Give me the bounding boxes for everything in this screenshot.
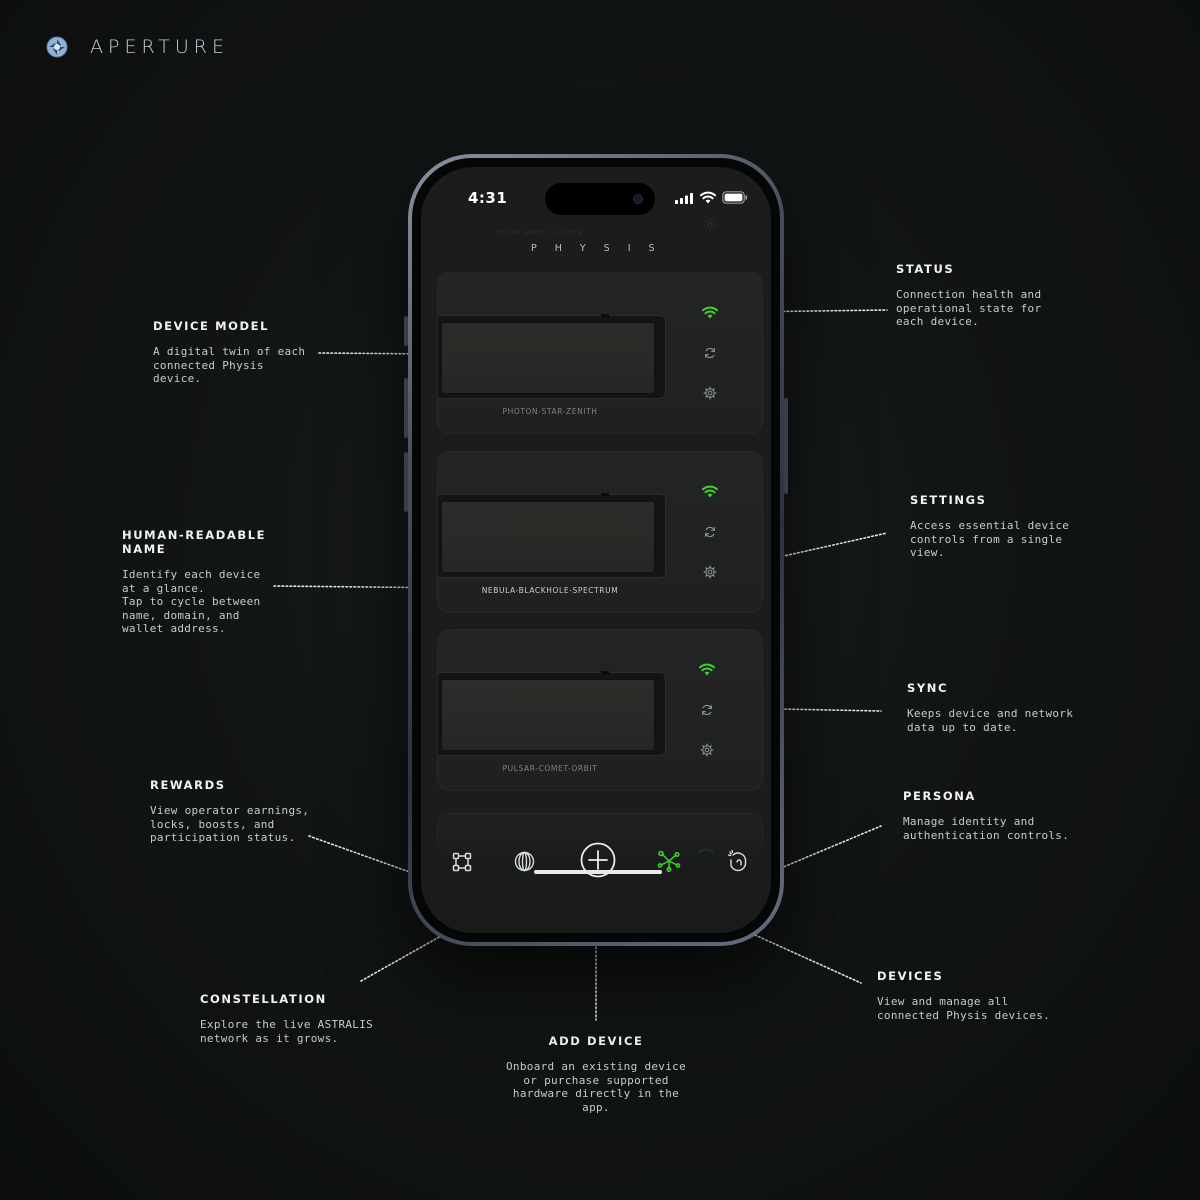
status-time: 4:31: [468, 189, 508, 207]
annotation-title: ADD DEVICE: [548, 1034, 644, 1048]
annotation-rewards: REWARDS View operator earnings, locks, b…: [150, 778, 309, 845]
wifi-icon: [699, 663, 715, 676]
gear-icon[interactable]: [703, 565, 717, 579]
annotation-status: STATUS Connection health and operational…: [896, 262, 1041, 329]
sync-icon[interactable]: [703, 346, 717, 360]
annotation-description: Identify each device at a glance. Tap to…: [122, 568, 261, 635]
annotation-description: Connection health and operational state …: [896, 288, 1042, 328]
brand-header: APERTURE: [46, 36, 229, 58]
annotation-description: Access essential device controls from a …: [910, 519, 1070, 559]
device-notch: [601, 671, 609, 674]
phone-bezel: 4:31 DCXA6 BRRD1 LACNSN: [412, 158, 780, 942]
device-card[interactable]: NEBULA-BLACKHOLE-SPECTRUM: [437, 451, 763, 613]
header-faded-text: DCXA6 BRRD1 LACNSN: [497, 229, 582, 237]
device-display: [441, 679, 655, 751]
device-name[interactable]: NEBULA-BLACKHOLE-SPECTRUM: [481, 586, 619, 595]
device-model[interactable]: [438, 314, 666, 399]
network-nodes-icon[interactable]: [657, 850, 681, 872]
annotation-devices: DEVICES View and manage all connected Ph…: [877, 969, 1050, 1022]
sync-icon[interactable]: [700, 703, 714, 717]
cellular-signal-icon: [675, 193, 693, 204]
home-indicator[interactable]: [534, 870, 662, 874]
phone-volume-up-button: [404, 378, 408, 438]
annotation-title: DEVICE MODEL: [153, 319, 270, 333]
annotation-description: Manage identity and authentication contr…: [903, 815, 1070, 842]
annotation-description: Keeps device and network data up to date…: [907, 707, 1074, 734]
device-notch: [601, 314, 609, 317]
dynamic-island: [545, 183, 655, 215]
device-model[interactable]: [438, 493, 666, 578]
sync-icon[interactable]: [703, 525, 717, 539]
device-card[interactable]: PHOTON-STAR-ZENITH: [437, 272, 763, 434]
wifi-icon: [702, 306, 718, 319]
annotation-constellation: CONSTELLATION Explore the live ASTRALIS …: [200, 992, 373, 1045]
phone-power-button: [784, 398, 788, 494]
annotation-description: Onboard an existing device or purchase s…: [506, 1060, 686, 1114]
page-title: PHYSIS: [531, 243, 673, 254]
device-display: [441, 501, 655, 573]
device-model[interactable]: [438, 671, 666, 756]
annotation-title: SETTINGS: [910, 493, 987, 507]
wifi-icon: [700, 191, 716, 204]
phone-action-button: [404, 316, 408, 346]
device-card[interactable]: PULSAR-COMET-ORBIT: [437, 629, 763, 791]
annotation-human-readable-name: HUMAN-READABLE NAME Identify each device…: [122, 528, 266, 636]
annotation-description: A digital twin of each connected Physis …: [153, 345, 306, 385]
annotation-persona: PERSONA Manage identity and authenticati…: [903, 789, 1069, 842]
phone-screen: 4:31 DCXA6 BRRD1 LACNSN: [421, 167, 771, 933]
device-name[interactable]: PULSAR-COMET-ORBIT: [502, 764, 598, 773]
annotation-description: View operator earnings, locks, boosts, a…: [150, 804, 310, 844]
gear-icon[interactable]: [703, 218, 717, 232]
annotation-description: Explore the live ASTRALIS network as it …: [200, 1018, 374, 1045]
battery-icon: [722, 191, 748, 204]
annotation-settings: SETTINGS Access essential device control…: [910, 493, 1069, 560]
device-notch: [601, 493, 609, 496]
front-camera: [633, 194, 643, 204]
brand-name: APERTURE: [90, 36, 229, 58]
tab-bar: [421, 829, 771, 933]
gear-icon[interactable]: [703, 386, 717, 400]
wifi-icon: [702, 485, 718, 498]
annotation-title: STATUS: [896, 262, 955, 276]
annotation-title: CONSTELLATION: [200, 992, 327, 1006]
globe-icon[interactable]: [514, 851, 535, 872]
gear-icon[interactable]: [700, 743, 714, 757]
phone-frame: 4:31 DCXA6 BRRD1 LACNSN: [408, 154, 784, 946]
annotation-description: View and manage all connected Physis dev…: [877, 995, 1051, 1022]
device-display: [441, 322, 655, 394]
annotation-title: DEVICES: [877, 969, 944, 983]
phone-volume-down-button: [404, 452, 408, 512]
annotation-title: SYNC: [907, 681, 949, 695]
annotation-add-device: ADD DEVICE Onboard an existing device or…: [496, 1034, 696, 1114]
aperture-logo-icon: [46, 36, 68, 58]
annotation-device-model: DEVICE MODEL A digital twin of each conn…: [153, 319, 305, 386]
device-name[interactable]: PHOTON-STAR-ZENITH: [502, 407, 598, 416]
annotation-title: PERSONA: [903, 789, 976, 803]
annotation-title: HUMAN-READABLE NAME: [122, 528, 267, 556]
persona-fingerprint-icon[interactable]: [728, 850, 748, 872]
plus-circle-icon[interactable]: [580, 842, 616, 878]
annotation-sync: SYNC Keeps device and network data up to…: [907, 681, 1073, 734]
annotation-title: REWARDS: [150, 778, 226, 792]
rewards-grid-icon[interactable]: [452, 852, 472, 872]
